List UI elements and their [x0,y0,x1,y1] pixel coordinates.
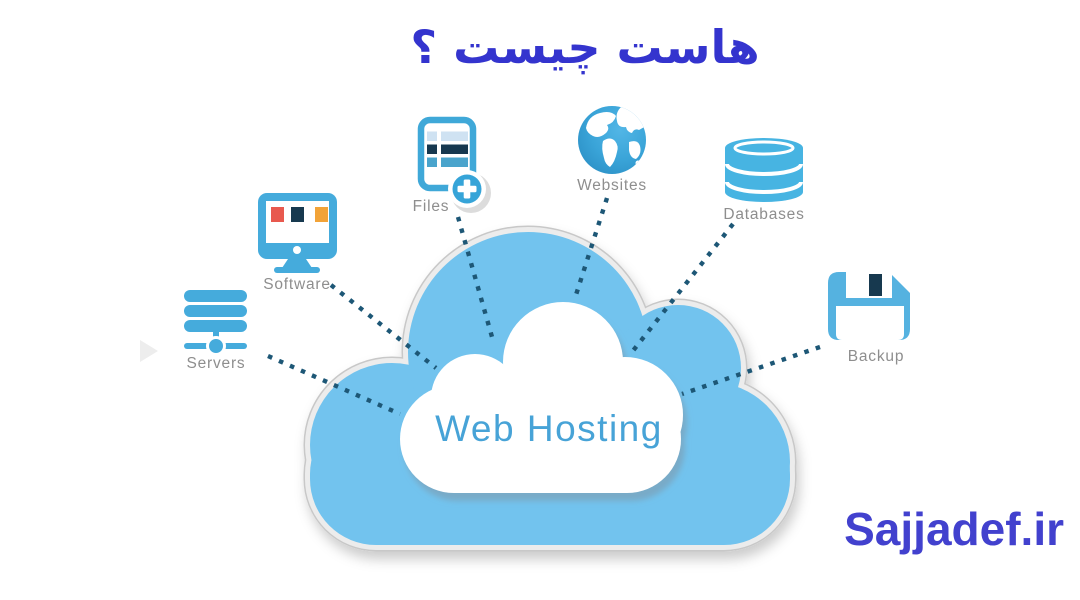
software-label: Software [263,276,331,293]
site-watermark: Sajjadef.ir [844,503,1064,555]
connector-software [329,283,438,370]
servers-label: Servers [186,355,245,372]
databases-label: Databases [723,206,804,223]
floppy-disk-icon [828,272,910,340]
hub-label: Web Hosting [435,408,663,449]
server-stack-icon [184,290,247,356]
page-title: هاست چیست ؟ [410,20,760,74]
connectors [267,197,821,417]
connector-servers [267,353,401,417]
connector-files [455,216,497,345]
add-badge-icon [448,170,491,213]
backup-label: Backup [848,348,905,365]
document-add-icon [417,116,491,213]
hub-cloud: Web Hosting [400,302,683,493]
connector-websites [572,197,610,299]
websites-label: Websites [577,177,647,194]
play-arrow-watermark-icon [140,340,158,362]
monitor-icon [258,193,337,273]
connector-databases [630,222,735,354]
files-label: Files [413,198,450,215]
database-icon [725,138,803,202]
connector-backup [681,344,821,397]
globe-icon [578,106,646,174]
